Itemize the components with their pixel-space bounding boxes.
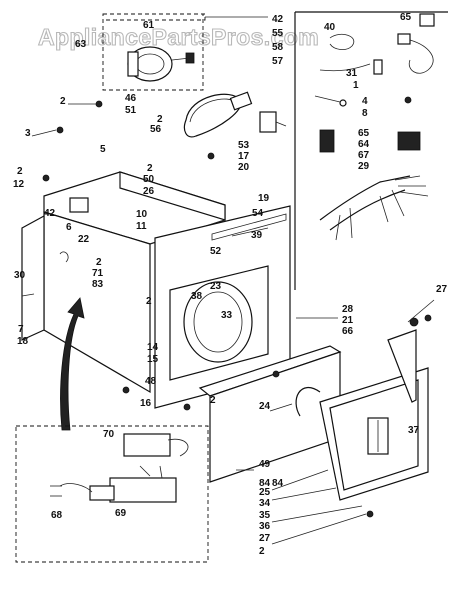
callout-c25: 25 — [259, 487, 271, 498]
callout-c34: 34 — [259, 498, 271, 509]
hardware-screws — [21, 96, 432, 518]
callout-c4: 4 — [362, 96, 368, 107]
door-assembly — [198, 329, 429, 501]
callout-c12: 12 — [13, 179, 25, 190]
callout-c2f: 2 — [146, 296, 152, 307]
callout-c22: 22 — [78, 234, 90, 245]
callout-c21: 21 — [342, 315, 354, 326]
callout-c56: 56 — [150, 124, 162, 135]
callout-c54: 54 — [252, 208, 264, 219]
callout-c11: 11 — [136, 221, 147, 232]
callout-c29: 29 — [358, 161, 370, 172]
callout-c51: 51 — [125, 105, 137, 116]
callout-c53: 53 — [238, 140, 250, 151]
callout-c31: 31 — [346, 68, 358, 79]
callout-c40: 40 — [324, 22, 336, 33]
callout-c7: 7 — [18, 324, 24, 335]
callout-c49: 49 — [259, 459, 271, 470]
callout-c2b: 2 — [157, 114, 163, 125]
callout-c64: 64 — [358, 139, 370, 150]
callout-c2e: 2 — [96, 257, 102, 268]
callout-c28: 28 — [342, 304, 354, 315]
callout-c65b: 65 — [358, 128, 370, 139]
front-panel — [154, 205, 291, 409]
callout-c71: 71 — [92, 268, 104, 279]
callout-c83: 83 — [92, 279, 104, 290]
gas-valve-assembly — [15, 425, 209, 563]
leader-lines — [31, 103, 435, 545]
callout-c19: 19 — [258, 193, 270, 204]
callout-c57: 57 — [272, 56, 284, 67]
callout-c26: 26 — [143, 186, 155, 197]
callout-c84b: 84 — [272, 478, 284, 489]
callout-c3: 3 — [25, 128, 31, 139]
callout-c50: 50 — [143, 174, 155, 185]
callout-c6: 6 — [66, 222, 72, 233]
callout-c63: 63 — [75, 39, 87, 50]
callout-c46: 46 — [125, 93, 137, 104]
callout-c8: 8 — [362, 108, 368, 119]
callout-c16: 16 — [140, 398, 152, 409]
cabinet — [21, 171, 226, 394]
drive-belt — [183, 91, 287, 138]
callout-c27b: 27 — [259, 533, 271, 544]
callout-c33: 33 — [221, 310, 233, 321]
callout-c55: 55 — [272, 28, 284, 39]
callout-c42b: 42 — [44, 208, 56, 219]
callout-c61: 61 — [143, 20, 155, 31]
watermark-text: AppliancePartsPros.com — [38, 24, 319, 50]
callout-c23: 23 — [210, 281, 222, 292]
callout-c2c: 2 — [17, 166, 23, 177]
callout-c42a: 42 — [272, 14, 284, 25]
callout-c14: 14 — [147, 342, 159, 353]
callout-c84a: 84 — [259, 478, 271, 489]
callout-c38: 38 — [191, 291, 203, 302]
callout-c66: 66 — [342, 326, 354, 337]
callout-c36: 36 — [259, 521, 271, 532]
callout-c5: 5 — [100, 144, 106, 155]
callout-c69: 69 — [115, 508, 127, 519]
callout-c67: 67 — [358, 150, 370, 161]
callout-c65: 65 — [400, 12, 412, 23]
callout-c15: 15 — [147, 354, 159, 365]
callout-c1: 1 — [353, 80, 359, 91]
callout-c10: 10 — [136, 209, 148, 220]
callout-c18: 18 — [17, 336, 29, 347]
callout-c2h: 2 — [259, 546, 265, 557]
motor-assembly — [102, 13, 268, 91]
flow-arrow — [60, 297, 85, 431]
callout-c30: 30 — [14, 270, 26, 281]
callout-c52: 52 — [210, 246, 222, 257]
callout-c68: 68 — [51, 510, 63, 521]
callout-c20: 20 — [238, 162, 250, 173]
callout-c35: 35 — [259, 510, 271, 521]
callout-c37: 37 — [408, 425, 420, 436]
callout-c2d: 2 — [147, 163, 153, 174]
callout-c2a: 2 — [60, 96, 66, 107]
callout-c2g: 2 — [210, 395, 216, 406]
wiring-harness — [314, 13, 435, 241]
callout-c70: 70 — [103, 429, 115, 440]
callout-c58: 58 — [272, 42, 284, 53]
callout-c17: 17 — [238, 151, 250, 162]
callout-c24: 24 — [259, 401, 271, 412]
callout-c48: 48 — [145, 376, 157, 387]
callout-c39: 39 — [251, 230, 263, 241]
callout-c27a: 27 — [436, 284, 448, 295]
